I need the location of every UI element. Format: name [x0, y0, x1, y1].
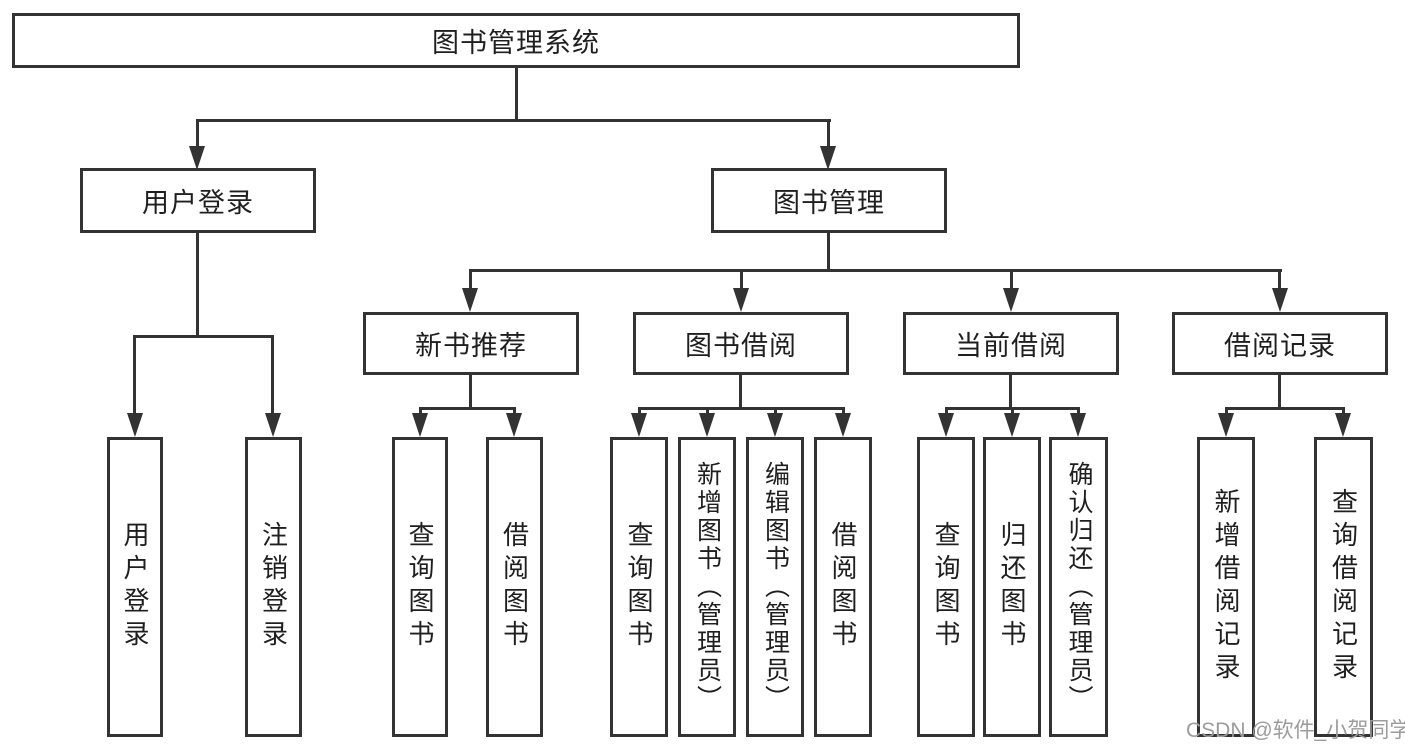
- connector-new-book-rec-drop: [469, 269, 472, 292]
- node-new-book-rec: 新书推荐: [363, 312, 579, 375]
- arrowhead-user-login: [189, 146, 205, 170]
- arrowhead-book-mgmt: [820, 146, 836, 170]
- connector-rec-query-drop: [419, 407, 422, 416]
- node-logout-leaf-label: 注销登录: [258, 521, 289, 653]
- connector-book-mgmt-drop: [827, 119, 830, 150]
- node-user-login-label: 用户登录: [142, 188, 254, 218]
- arrowhead-bb-edit: [767, 413, 783, 437]
- node-bb-add-book: 新增图书（管理员）: [678, 437, 736, 737]
- connector-current-borrow-drop: [1010, 269, 1013, 292]
- connector-cb-return-drop: [1011, 407, 1014, 416]
- connector-br-query-drop: [1342, 407, 1345, 416]
- node-cb-confirm-return: 确认归还（管理员）: [1049, 437, 1108, 737]
- node-bb-edit-book-label: 编辑图书（管理员）: [761, 461, 790, 713]
- connector-br-add-drop: [1225, 407, 1228, 416]
- connector-borrow-record-stem: [1278, 374, 1281, 410]
- node-logout-leaf: 注销登录: [245, 437, 302, 737]
- node-bb-add-book-label: 新增图书（管理员）: [693, 461, 722, 713]
- node-br-query-record: 查询借阅记录: [1314, 437, 1373, 737]
- watermark: CSDN @软件_小贺同学: [1186, 719, 1405, 742]
- connector-cb-confirm-drop: [1077, 407, 1080, 416]
- arrowhead-new-book-rec: [462, 288, 478, 312]
- node-rec-borrow-book-label: 借阅图书: [499, 521, 530, 653]
- connector-book-borrow-drop: [740, 269, 743, 292]
- node-user-login: 用户登录: [80, 168, 316, 233]
- connector-new-book-rec-stem: [469, 374, 472, 410]
- connector-new-book-rec-rail: [419, 407, 516, 410]
- arrowhead-br-query: [1335, 413, 1351, 437]
- connector-rec-borrow-drop: [513, 407, 516, 416]
- node-cb-query-book: 查询图书: [917, 437, 975, 737]
- connector-level3-rail: [469, 269, 1282, 272]
- node-bb-edit-book: 编辑图书（管理员）: [746, 437, 804, 737]
- connector-current-borrow-stem: [1009, 374, 1012, 410]
- connector-bb-borrow-drop: [842, 407, 845, 416]
- node-root-label: 图书管理系统: [432, 28, 600, 58]
- node-bb-query-book-label: 查询图书: [624, 521, 654, 653]
- connector-cb-query-drop: [945, 407, 948, 416]
- connector-user-login-stem: [196, 232, 199, 338]
- connector-bb-edit-drop: [774, 407, 777, 416]
- connector-book-mgmt-stem: [827, 232, 830, 272]
- arrowhead-book-borrow: [733, 288, 749, 312]
- connector-user-login-leaf-drop: [133, 335, 136, 415]
- node-borrow-record: 借阅记录: [1172, 312, 1388, 375]
- arrowhead-bb-borrow: [835, 413, 851, 437]
- node-cb-return-book-label: 归还图书: [997, 521, 1027, 653]
- arrowhead-borrow-record: [1272, 288, 1288, 312]
- connector-borrow-record-rail: [1225, 407, 1345, 410]
- node-book-borrow: 图书借阅: [633, 312, 849, 375]
- connector-book-borrow-stem: [739, 374, 742, 410]
- node-current-borrow: 当前借阅: [903, 312, 1119, 375]
- node-cb-confirm-return-label: 确认归还（管理员）: [1065, 461, 1093, 713]
- node-bb-query-book: 查询图书: [610, 437, 668, 737]
- arrowhead-rec-query: [412, 413, 428, 437]
- node-current-borrow-label: 当前借阅: [955, 331, 1067, 361]
- connector-bb-add-drop: [706, 407, 709, 416]
- node-book-mgmt: 图书管理: [711, 168, 947, 233]
- arrowhead-user-login-leaf: [127, 413, 143, 437]
- arrowhead-cb-confirm: [1070, 413, 1086, 437]
- connector-level2-rail: [196, 119, 831, 122]
- connector-root-stem: [515, 66, 518, 122]
- node-rec-query-book: 查询图书: [392, 437, 448, 737]
- connector-borrow-record-drop: [1278, 269, 1281, 292]
- node-cb-return-book: 归还图书: [983, 437, 1041, 737]
- node-rec-query-book-label: 查询图书: [405, 521, 435, 653]
- node-br-query-record-label: 查询借阅记录: [1328, 488, 1359, 686]
- connector-bb-query-drop: [638, 407, 641, 416]
- node-br-add-record-label: 新增借阅记录: [1211, 488, 1241, 686]
- connector-logout-leaf-drop: [271, 335, 274, 415]
- node-root: 图书管理系统: [12, 13, 1020, 68]
- arrowhead-current-borrow: [1003, 288, 1019, 312]
- node-rec-borrow-book: 借阅图书: [486, 437, 543, 737]
- node-book-mgmt-label: 图书管理: [773, 188, 885, 218]
- node-bb-borrow-book-label: 借阅图书: [828, 521, 858, 653]
- arrowhead-cb-query: [938, 413, 954, 437]
- connector-user-login-drop: [196, 119, 199, 150]
- node-new-book-rec-label: 新书推荐: [415, 331, 527, 361]
- arrowhead-br-add: [1218, 413, 1234, 437]
- node-book-borrow-label: 图书借阅: [685, 331, 797, 361]
- arrowhead-logout-leaf: [265, 413, 281, 437]
- node-user-login-leaf-label: 用户登录: [120, 521, 150, 653]
- node-bb-borrow-book: 借阅图书: [814, 437, 872, 737]
- connector-book-borrow-rail: [638, 407, 845, 410]
- arrowhead-bb-add: [699, 413, 715, 437]
- arrowhead-bb-query: [631, 413, 647, 437]
- arrowhead-cb-return: [1004, 413, 1020, 437]
- connector-user-login-rail: [134, 335, 274, 338]
- node-borrow-record-label: 借阅记录: [1224, 331, 1336, 361]
- arrowhead-rec-borrow: [506, 413, 522, 437]
- node-br-add-record: 新增借阅记录: [1197, 437, 1255, 737]
- node-cb-query-book-label: 查询图书: [931, 521, 961, 653]
- node-user-login-leaf: 用户登录: [107, 437, 163, 737]
